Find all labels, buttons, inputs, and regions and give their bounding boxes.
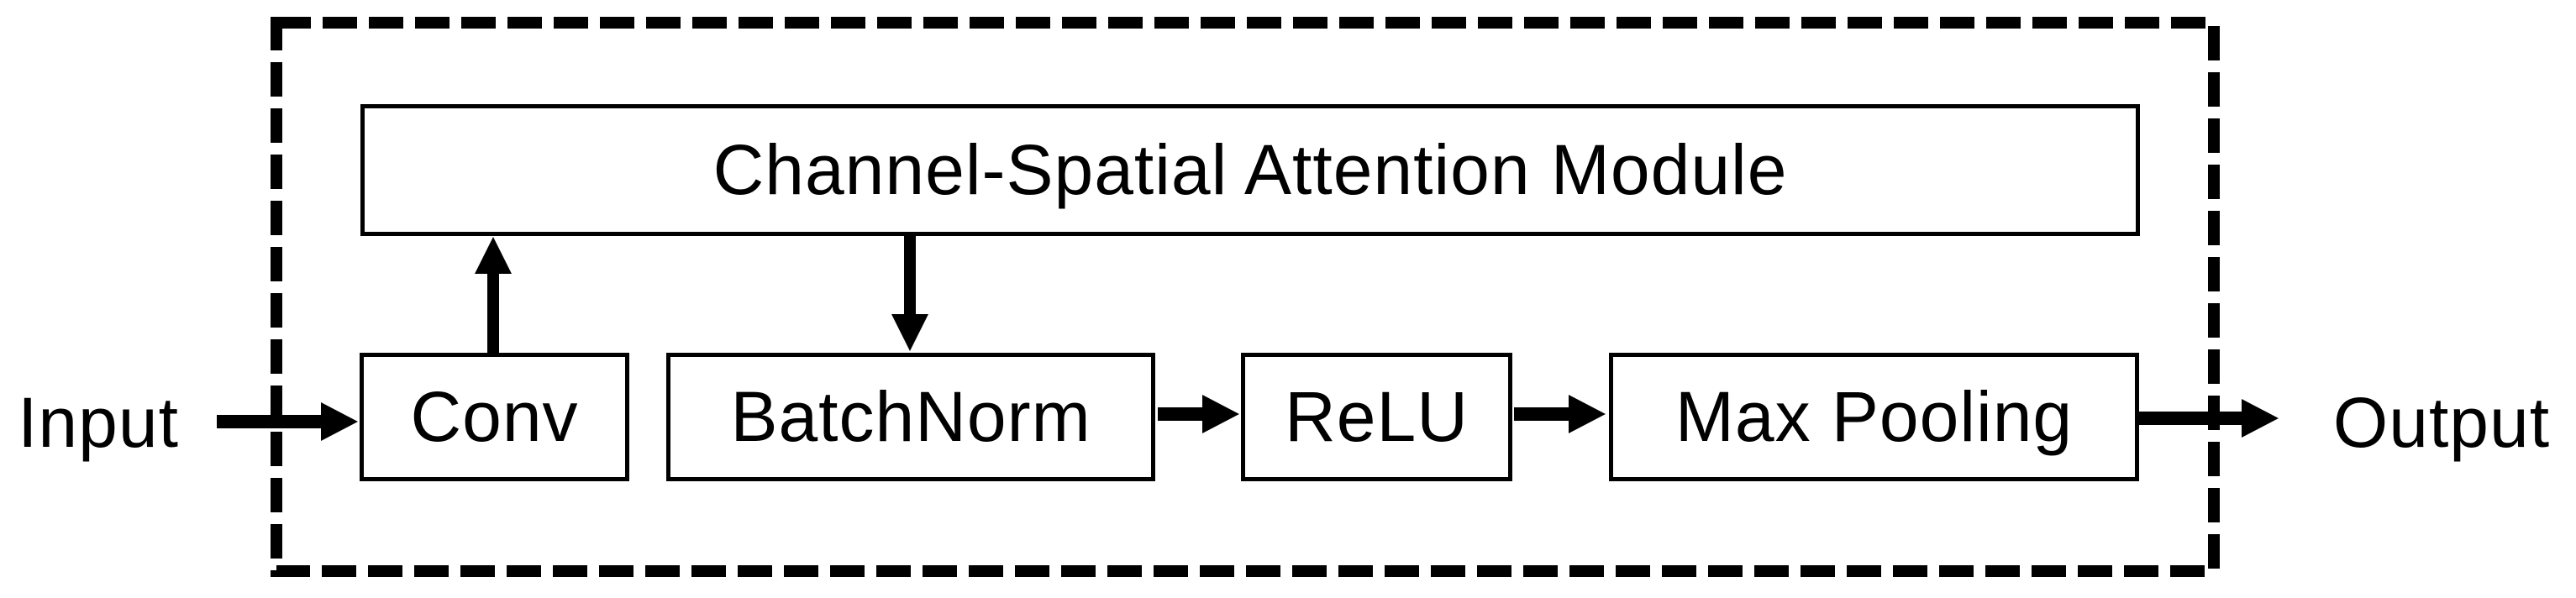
batchnorm-label: BatchNorm [730, 377, 1091, 456]
input-label: Input [3, 376, 193, 469]
relu-label: ReLU [1285, 377, 1469, 456]
conv-label: Conv [410, 377, 579, 456]
relu-to-maxpool-arrow [1514, 395, 1606, 433]
output-label-text: Output [2332, 382, 2551, 462]
output-label: Output [2312, 376, 2571, 469]
batchnorm-to-relu-arrow [1158, 395, 1239, 433]
conv-to-attention-arrow [475, 237, 512, 353]
attention-to-batchnorm-arrow [891, 236, 928, 351]
attention-module-box: Channel-Spatial Attention Module [360, 104, 2140, 236]
maxpool-label: Max Pooling [1674, 377, 2074, 456]
attention-module-label: Channel-Spatial Attention Module [712, 130, 1788, 209]
conv-box: Conv [360, 353, 629, 481]
maxpool-to-output-arrow [2139, 399, 2279, 438]
relu-box: ReLU [1241, 353, 1512, 481]
batchnorm-box: BatchNorm [666, 353, 1155, 481]
input-to-conv-arrow [217, 402, 358, 441]
input-label-text: Input [18, 382, 179, 462]
dashed-boundary [271, 17, 2220, 577]
maxpool-box: Max Pooling [1609, 353, 2139, 481]
